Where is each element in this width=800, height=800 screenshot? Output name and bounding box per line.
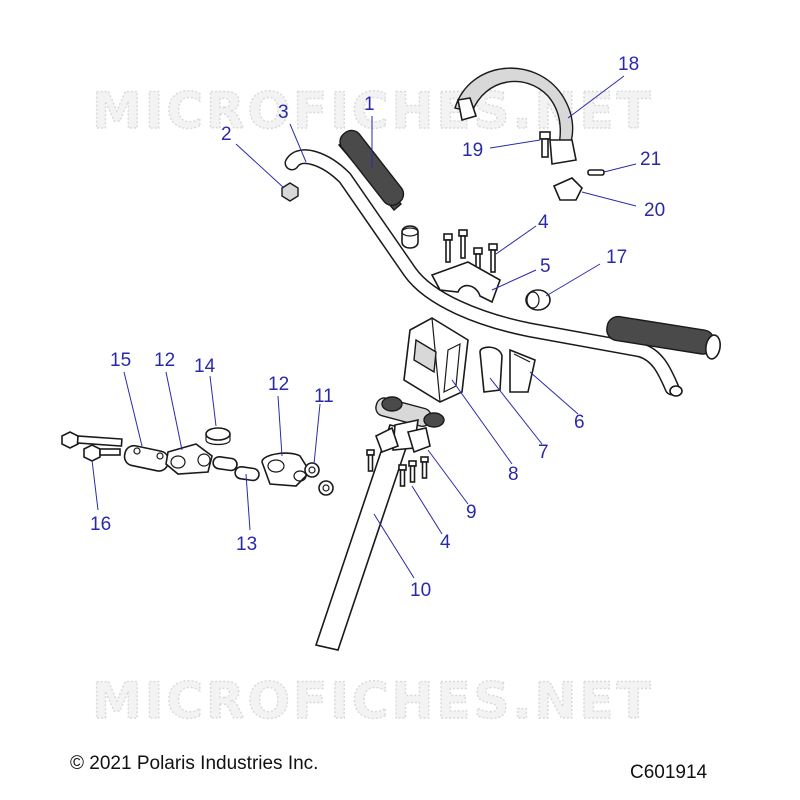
callout-16: 16 xyxy=(90,514,111,535)
callout-12-right: 12 xyxy=(268,374,289,395)
bar-end-plug xyxy=(669,385,683,397)
nut-lower xyxy=(318,480,334,496)
pivot-bracket-right xyxy=(261,452,312,487)
link-plate xyxy=(123,444,170,472)
callout-4-lower: 4 xyxy=(440,532,451,553)
clamp-bolts-lower xyxy=(366,449,429,487)
callout-4-upper: 4 xyxy=(538,212,549,233)
pivot-bracket-left xyxy=(165,443,213,475)
callout-10: 10 xyxy=(410,580,431,601)
guard-clip xyxy=(552,177,583,201)
bushing-ring xyxy=(205,427,231,446)
riser-block xyxy=(403,317,469,403)
clamp-shroud xyxy=(509,348,536,393)
callout-3: 3 xyxy=(278,102,289,123)
callout-19: 19 xyxy=(462,140,483,161)
diagram-code: C601914 xyxy=(630,762,708,783)
clamp-half xyxy=(479,346,503,393)
callout-17: 17 xyxy=(606,247,627,268)
callout-11: 11 xyxy=(314,386,334,407)
spacer-sleeve-upper xyxy=(212,455,238,472)
callout-2: 2 xyxy=(221,124,232,145)
guard-pin xyxy=(587,169,605,176)
callout-6: 6 xyxy=(574,412,585,433)
callout-21: 21 xyxy=(640,149,661,170)
cable-guard xyxy=(454,67,577,165)
clamp-bolts-upper xyxy=(443,229,498,277)
bolt-long xyxy=(61,431,123,449)
callout-12-left: 12 xyxy=(154,350,175,371)
callout-13: 13 xyxy=(236,534,257,555)
callout-7: 7 xyxy=(538,442,549,463)
callout-18: 18 xyxy=(618,54,639,75)
nut-upper xyxy=(304,462,320,478)
copyright-notice: © 2021 Polaris Industries Inc. xyxy=(70,753,319,774)
watermark-bottom: MICROFICHES.NET xyxy=(92,672,654,730)
callout-8: 8 xyxy=(508,464,519,485)
steering-column xyxy=(314,396,445,651)
right-grip xyxy=(606,315,721,360)
callout-9: 9 xyxy=(466,502,477,523)
callout-1: 1 xyxy=(364,94,375,115)
guard-bolt xyxy=(539,131,551,158)
callout-14: 14 xyxy=(194,356,216,377)
upper-clamp xyxy=(430,261,501,304)
bar-end-nut xyxy=(281,182,299,202)
bolt-short xyxy=(83,444,121,462)
handlebar xyxy=(284,149,683,397)
leader-lines xyxy=(91,75,637,579)
spacer-sleeve-lower xyxy=(234,465,260,482)
callout-5: 5 xyxy=(540,256,551,277)
callout-20: 20 xyxy=(644,200,665,221)
grip-collar xyxy=(401,225,419,249)
callout-15: 15 xyxy=(110,350,131,371)
collar-ring xyxy=(525,289,551,311)
lower-clamp xyxy=(374,426,431,454)
